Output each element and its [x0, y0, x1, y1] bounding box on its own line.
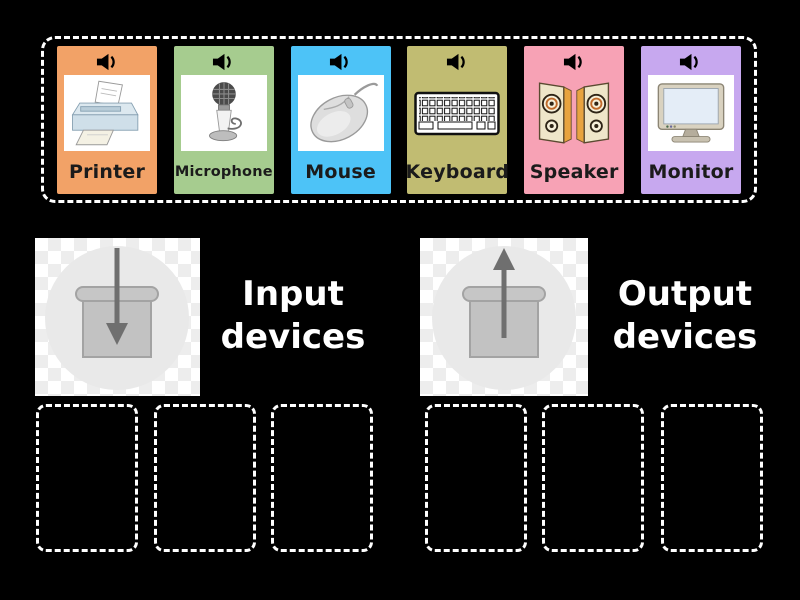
- input-drop-slot-2[interactable]: [154, 404, 256, 552]
- card-label: Monitor: [648, 161, 734, 183]
- speaker-icon[interactable]: [329, 53, 352, 71]
- card-tray: Printer Microphone: [41, 36, 757, 203]
- device-card-printer[interactable]: Printer: [57, 45, 157, 194]
- input-drop-slot-3[interactable]: [271, 404, 373, 552]
- box-arrow-up-icon: [420, 238, 588, 396]
- card-label: Microphone: [174, 164, 273, 180]
- device-card-keyboard[interactable]: Keyboard: [405, 45, 510, 194]
- card-label: Keyboard: [405, 161, 510, 183]
- printer-image: [64, 74, 150, 151]
- speaker-icon[interactable]: [446, 53, 469, 71]
- speaker-icon[interactable]: [563, 53, 586, 71]
- output-drop-slot-2[interactable]: [542, 404, 644, 552]
- zone-title-input: Input devices: [220, 274, 366, 357]
- output-drop-slot-1[interactable]: [425, 404, 527, 552]
- device-card-mouse[interactable]: Mouse: [290, 45, 391, 194]
- card-label: Printer: [68, 161, 146, 183]
- keyboard-image: [414, 75, 501, 151]
- speaker-icon[interactable]: [212, 53, 235, 71]
- mouse-image: [297, 74, 384, 151]
- card-label: Mouse: [305, 161, 376, 183]
- microphone-image: [180, 74, 267, 151]
- speakers-image: [531, 75, 617, 151]
- device-card-monitor[interactable]: Monitor: [640, 45, 741, 194]
- device-card-microphone[interactable]: Microphone: [173, 45, 274, 194]
- box-arrow-down-icon: [35, 238, 200, 396]
- speaker-icon[interactable]: [96, 53, 119, 71]
- speaker-icon[interactable]: [679, 53, 702, 71]
- zone-title-output: Output devices: [612, 274, 758, 357]
- card-label: Speaker: [529, 161, 619, 183]
- monitor-image: [647, 74, 734, 151]
- input-drop-slot-1[interactable]: [36, 404, 138, 552]
- output-drop-slot-3[interactable]: [661, 404, 763, 552]
- device-card-speaker[interactable]: Speaker: [524, 45, 625, 194]
